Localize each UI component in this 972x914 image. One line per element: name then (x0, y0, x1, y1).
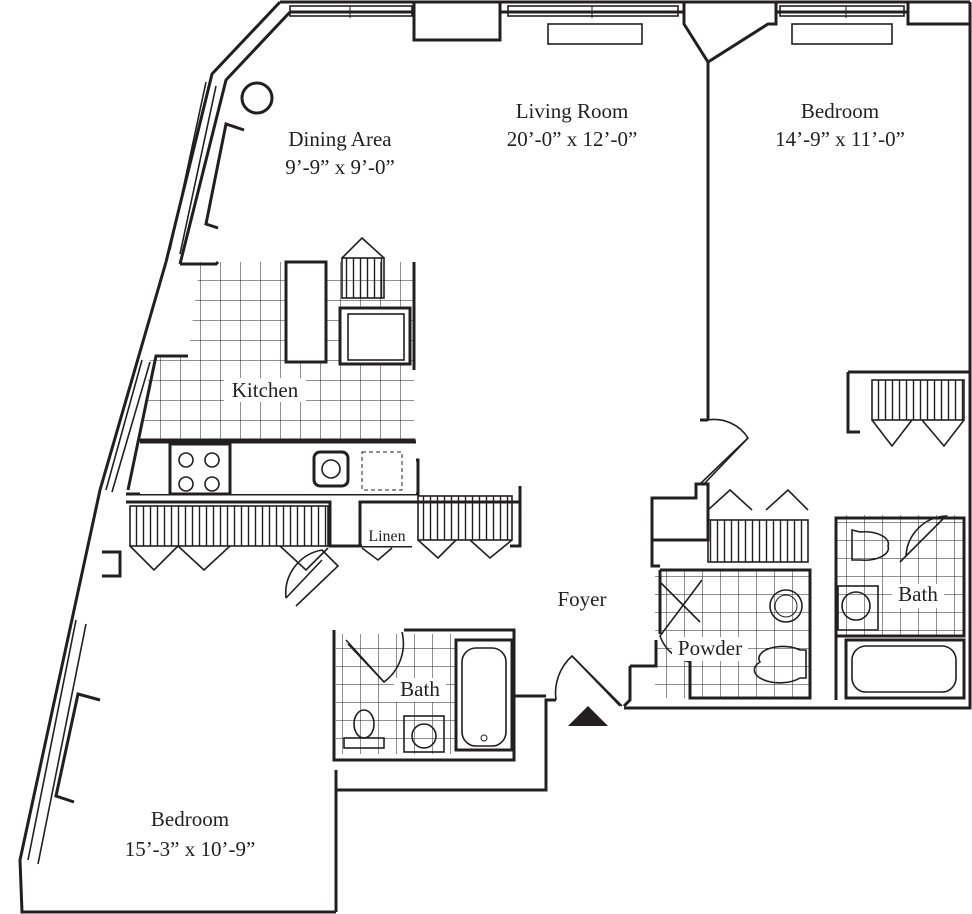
bath-west-name: Bath (400, 677, 440, 701)
living-room-dims: 20’-0” x 12’-0” (507, 127, 638, 151)
entry-arrow-icon (568, 706, 608, 726)
dining-area-dims: 9’-9” x 9’-0” (285, 155, 395, 179)
bath-east-tile-floor (836, 515, 964, 635)
living-room-name: Living Room (516, 99, 629, 123)
sink-icon (403, 715, 445, 753)
bedroom-sw-dims: 15’-3” x 10’-9” (125, 837, 256, 861)
dishwasher-icon (361, 451, 403, 491)
cooktop-icon (168, 442, 232, 496)
powder-name: Powder (678, 636, 742, 660)
sink-east-icon (837, 585, 879, 631)
room-labels: Living Room 20’-0” x 12’-0” Bedroom 14’-… (125, 99, 944, 861)
kitchen-sink-icon (312, 450, 350, 488)
dining-area-name: Dining Area (288, 127, 392, 151)
bedroom-ne-dims: 14’-9” x 11’-0” (775, 127, 905, 151)
column-icon (240, 81, 274, 115)
bathtub-icon (454, 638, 514, 752)
bedroom-sw-name: Bedroom (151, 807, 229, 831)
powder-tile-floor (655, 570, 810, 698)
bath-east-name: Bath (898, 582, 938, 606)
bathtub-east-icon (844, 638, 966, 700)
refrigerator-icon (284, 260, 328, 364)
wall-oven-icon (338, 306, 412, 366)
kitchen-name: Kitchen (232, 378, 299, 402)
linen-name: Linen (368, 528, 405, 545)
exterior-walls (18, 0, 972, 914)
powder-toilet-icon (753, 645, 807, 684)
closets (129, 236, 965, 572)
bedroom-ne-name: Bedroom (801, 99, 879, 123)
toilet-east-icon (851, 528, 890, 562)
bath-fixtures (343, 528, 966, 753)
foyer-name: Foyer (558, 587, 607, 611)
powder-sink-icon (769, 589, 803, 623)
kitchen-fixtures (140, 260, 416, 496)
